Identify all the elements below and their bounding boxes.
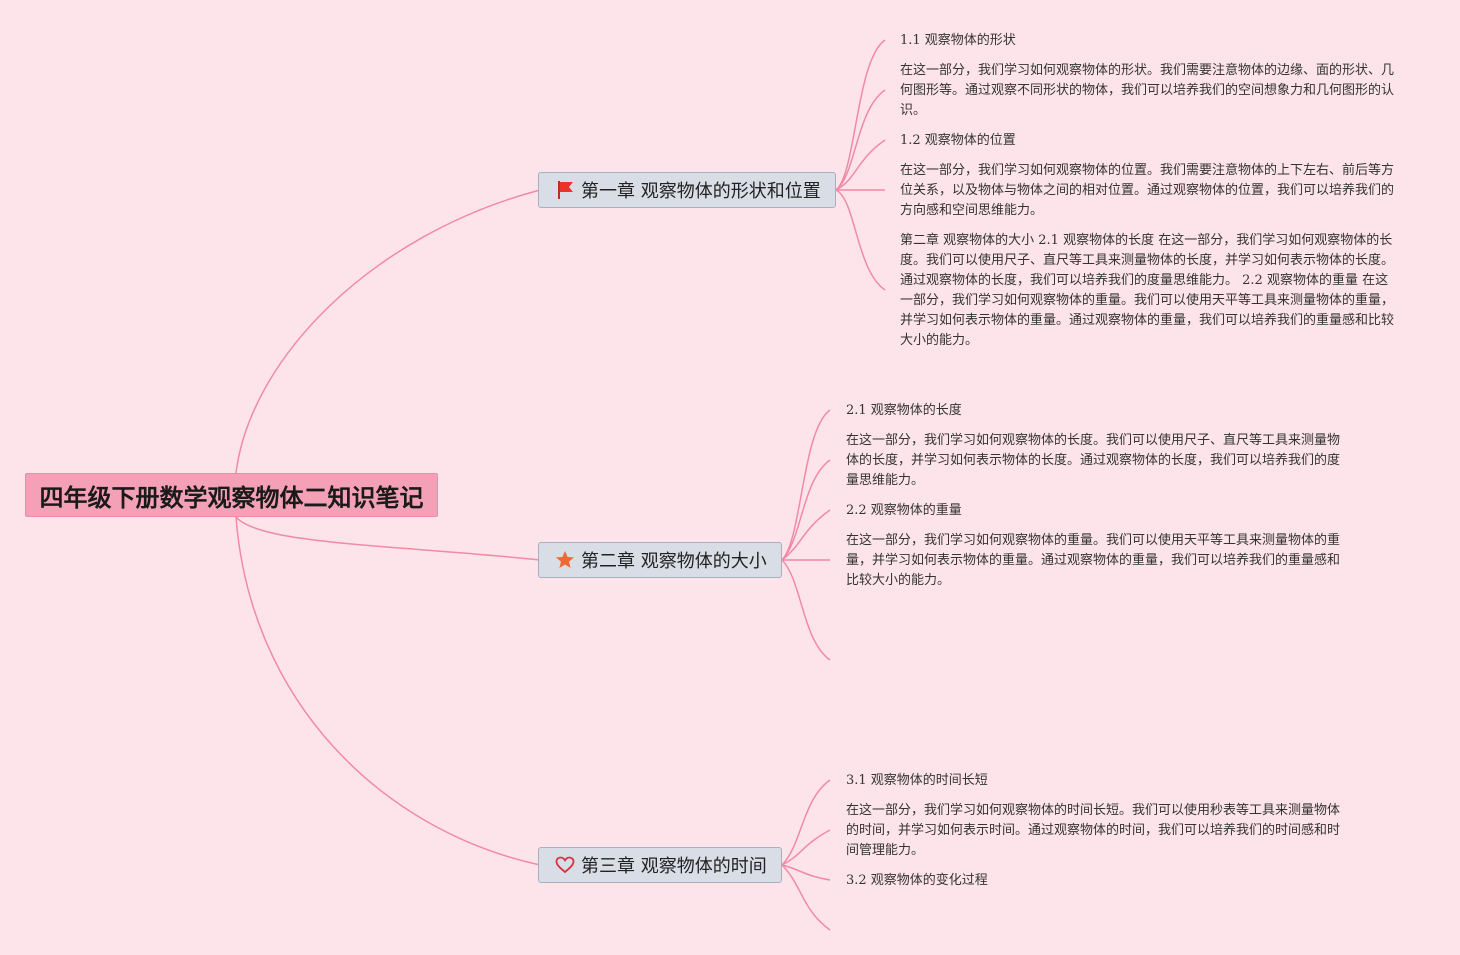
chapter-2-node[interactable]: 第二章 观察物体的大小 bbox=[538, 542, 782, 578]
chapter-3-node[interactable]: 第三章 观察物体的时间 bbox=[538, 847, 782, 883]
chapter-3-item-3[interactable]: 3.2 观察物体的变化过程 bbox=[846, 873, 988, 888]
star-icon bbox=[555, 550, 575, 570]
chapter-3-branch-2 bbox=[781, 829, 831, 866]
flag-icon bbox=[555, 180, 575, 200]
chapter-1-branch-2 bbox=[835, 89, 886, 191]
heart-icon bbox=[555, 855, 575, 875]
chapter-2-branch-3 bbox=[781, 509, 831, 561]
chapter-2-branch-1 bbox=[781, 409, 831, 561]
chapter-3-branch-3 bbox=[781, 864, 831, 881]
chapter-3-item-1[interactable]: 3.1 观察物体的时间长短 bbox=[846, 773, 988, 788]
chapter-1-item-4[interactable]: 在这一部分，我们学习如何观察物体的位置。我们需要注意物体的上下左右、前后等方位关… bbox=[900, 163, 1395, 218]
root-to-chapter-3-line bbox=[235, 516, 541, 866]
chapter-3-label: 第三章 观察物体的时间 bbox=[581, 856, 767, 877]
chapter-2-item-4[interactable]: 在这一部分，我们学习如何观察物体的重量。我们可以使用天平等工具来测量物体的重量，… bbox=[846, 533, 1341, 588]
chapter-1-node[interactable]: 第一章 观察物体的形状和位置 bbox=[538, 172, 836, 208]
chapter-1-item-5[interactable]: 第二章 观察物体的大小 2.1 观察物体的长度 在这一部分，我们学习如何观察物体… bbox=[900, 233, 1395, 348]
chapter-3-branch-1 bbox=[781, 779, 831, 866]
chapter-3-item-2[interactable]: 在这一部分，我们学习如何观察物体的时间长短。我们可以使用秒表等工具来测量物体的时… bbox=[846, 803, 1341, 858]
chapter-2-label: 第二章 观察物体的大小 bbox=[581, 551, 767, 572]
chapter-2-branch-2 bbox=[781, 459, 831, 561]
chapter-2-item-2[interactable]: 在这一部分，我们学习如何观察物体的长度。我们可以使用尺子、直尺等工具来测量物体的… bbox=[846, 433, 1341, 488]
root-topic[interactable]: 四年级下册数学观察物体二知识笔记 bbox=[25, 473, 438, 517]
chapter-1-label: 第一章 观察物体的形状和位置 bbox=[581, 181, 821, 202]
chapter-3-branch-4 bbox=[781, 864, 831, 931]
chapter-1-branch-3 bbox=[835, 139, 886, 191]
chapter-1-item-2[interactable]: 在这一部分，我们学习如何观察物体的形状。我们需要注意物体的边缘、面的形状、几何图… bbox=[900, 63, 1395, 118]
chapter-2-branch-5 bbox=[781, 559, 831, 661]
chapter-2-item-3[interactable]: 2.2 观察物体的重量 bbox=[846, 503, 962, 518]
root-to-chapter-1-line bbox=[235, 189, 541, 474]
chapter-1-branch-5 bbox=[835, 189, 886, 291]
root-topic-label: 四年级下册数学观察物体二知识笔记 bbox=[39, 483, 424, 512]
root-to-chapter-2-line bbox=[235, 516, 541, 561]
chapter-1-item-3[interactable]: 1.2 观察物体的位置 bbox=[900, 133, 1016, 148]
chapter-1-item-1[interactable]: 1.1 观察物体的形状 bbox=[900, 33, 1016, 48]
chapter-2-item-1[interactable]: 2.1 观察物体的长度 bbox=[846, 403, 962, 418]
chapter-1-branch-1 bbox=[835, 39, 886, 191]
